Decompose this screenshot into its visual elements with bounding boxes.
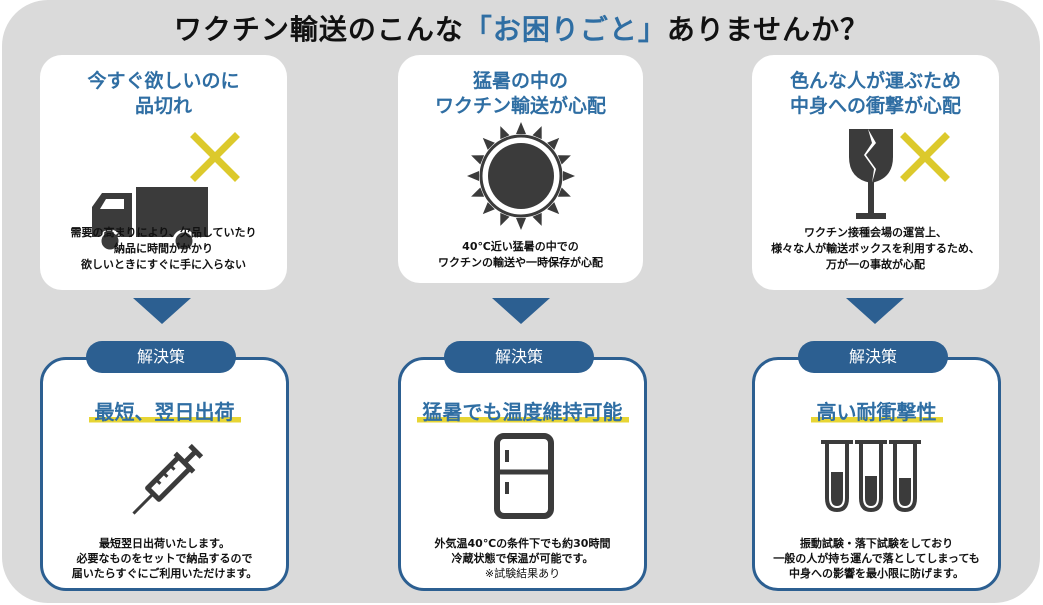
solution-tab: 解決策	[444, 341, 594, 373]
problem-description: ワクチン接種会場の運営上、 様々な人が輸送ボックスを利用するため、 万が一の事故…	[752, 225, 999, 273]
solution-desc-line: 中身への影響を最小限に防げます。	[789, 567, 964, 580]
problem-desc-line: 欲しいときにすぐに手に入らない	[80, 258, 247, 271]
page-title: ワクチン輸送のこんな「お困りごと」ありませんか？	[0, 8, 1043, 48]
title-suffix: ありませんか？	[666, 13, 870, 46]
problem-desc-line: 様々な人が輸送ボックスを利用するため、	[771, 242, 980, 255]
refrigerator-icon	[494, 433, 554, 519]
down-arrow-icon	[846, 298, 904, 324]
problem-title-line: ワクチン輸送が心配	[434, 95, 606, 117]
problem-card-shortage: 今すぐ欲しいのに 品切れ 需要の高まりにより、欠品していたり 納品に時間がかかり…	[40, 55, 287, 290]
test-tubes-icon	[821, 440, 921, 513]
down-arrow-icon	[133, 298, 191, 324]
down-arrow-icon	[492, 298, 550, 324]
problem-desc-line: ワクチン接種会場の運営上、	[804, 226, 947, 239]
solution-desc-line: 外気温40℃の条件下でも約30時間	[434, 537, 611, 550]
problem-desc-line: 納品に時間がかかり	[114, 242, 213, 255]
solution-description: 外気温40℃の条件下でも約30時間 冷蔵状態で保温が可能です。 ※試験結果あり	[401, 536, 644, 581]
broken-glass-icon	[849, 129, 893, 219]
solution-desc-line: 冷蔵状態で保温が可能です。	[451, 552, 594, 565]
solution-heading: 高い耐衝撃性	[755, 396, 998, 425]
problem-title-line: 品切れ	[134, 95, 192, 117]
solution-tab: 解決策	[798, 341, 948, 373]
solution-heading-text: 高い耐衝撃性	[810, 396, 943, 425]
title-prefix: ワクチン輸送のこんな	[173, 13, 464, 46]
problem-title-line: 猛暑の中の	[472, 70, 568, 92]
solution-card-fast-shipping: 最短、翌日出荷 最短翌日出荷いたします。 必要なものをセットで納品するので 届い…	[40, 357, 289, 591]
solution-heading: 猛暑でも温度維持可能	[401, 396, 644, 425]
problem-description: 40℃近い猛暑の中での ワクチンの輸送や一時保存が心配	[398, 239, 643, 271]
solution-desc-line: 最短翌日出荷いたします。	[99, 537, 230, 550]
solution-desc-line: 一般の人が持ち運んで落としてしまっても	[773, 552, 980, 565]
solution-note: ※試験結果あり	[484, 567, 561, 580]
problem-desc-line: 万が一の事故が心配	[826, 258, 925, 271]
sun-icon	[467, 122, 575, 230]
syringe-icon	[132, 443, 204, 515]
solution-desc-line: 届いたらすぐにご利用いただけます。	[71, 567, 258, 580]
problem-title-line: 中身への衝撃が心配	[789, 95, 961, 117]
solution-heading-text: 最短、翌日出荷	[88, 396, 241, 425]
problem-card-heat: 猛暑の中の ワクチン輸送が心配	[398, 55, 643, 283]
solution-desc-line: 必要なものをセットで納品するので	[76, 552, 253, 565]
problem-title: 色んな人が運ぶため 中身への衝撃が心配	[752, 69, 999, 119]
truck-icon	[92, 187, 208, 251]
problem-description: 需要の高まりにより、欠品していたり 納品に時間がかかり 欲しいときにすぐに手に入…	[40, 225, 287, 273]
solution-heading-text: 猛暑でも温度維持可能	[416, 396, 629, 425]
problem-desc-line: 需要の高まりにより、欠品していたり	[70, 226, 257, 239]
problem-card-impact: 色んな人が運ぶため 中身への衝撃が心配 ワクチン接種会場の運営上、 様々な人が輸…	[752, 55, 999, 290]
solution-card-shock-resistance: 高い耐衝撃性 振動試験・落下試験をしており 一般の人が持ち運んで落としてしまって…	[752, 357, 1001, 591]
solution-tab: 解決策	[86, 341, 236, 373]
title-highlight: 「お困りごと」	[463, 13, 667, 46]
problem-title: 猛暑の中の ワクチン輸送が心配	[398, 69, 643, 119]
problem-title-line: 色んな人が運ぶため	[789, 70, 961, 92]
problem-title: 今すぐ欲しいのに 品切れ	[40, 69, 287, 119]
solution-description: 最短翌日出荷いたします。 必要なものをセットで納品するので 届いたらすぐにご利用…	[43, 536, 286, 581]
problem-title-line: 今すぐ欲しいのに	[87, 70, 240, 92]
cross-icon	[190, 132, 240, 182]
problem-desc-line: 40℃近い猛暑の中での	[462, 240, 579, 253]
problem-desc-line: ワクチンの輸送や一時保存が心配	[438, 256, 603, 269]
solution-description: 振動試験・落下試験をしており 一般の人が持ち運んで落としてしまっても 中身への影…	[755, 536, 998, 581]
solution-heading: 最短、翌日出荷	[43, 396, 286, 425]
cross-icon	[900, 132, 950, 182]
solution-card-temperature: 猛暑でも温度維持可能 外気温40℃の条件下でも約30時間 冷蔵状態で保温が可能で…	[398, 357, 647, 591]
solution-desc-line: 振動試験・落下試験をしており	[799, 537, 954, 550]
